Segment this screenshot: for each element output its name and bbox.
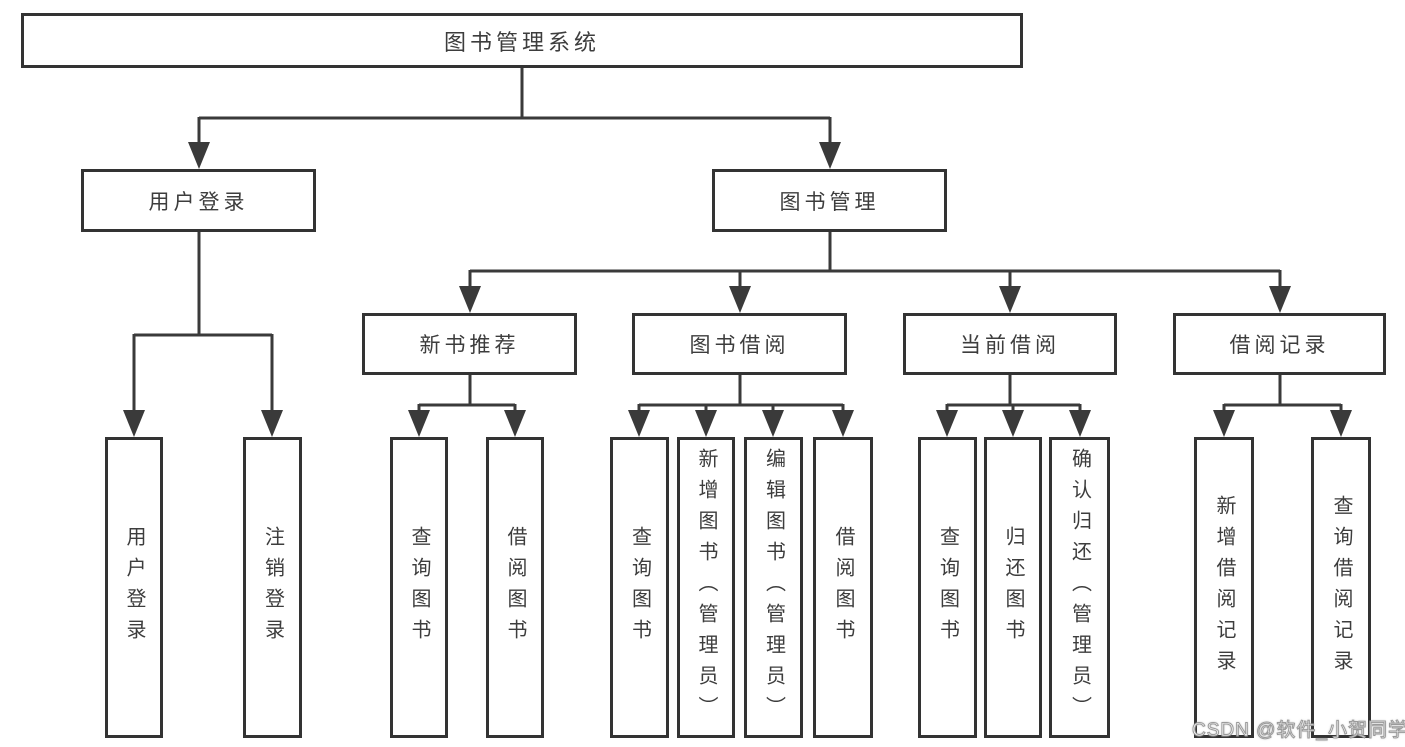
node-confirm-return-admin: 确认归还（管理员） — [1049, 437, 1110, 738]
csdn-watermark: CSDN @软件_小贺同学 — [1192, 720, 1405, 742]
arrowhead-icon — [729, 286, 751, 313]
arrowhead-icon — [459, 286, 481, 313]
connector-group-book-borrowing — [628, 375, 854, 437]
node-add-books-admin: 新增图书（管理员） — [677, 437, 735, 738]
arrowhead-icon — [1069, 410, 1091, 437]
connector-path — [637, 375, 845, 414]
arrowhead-icon — [261, 410, 283, 437]
arrowhead-icon — [1330, 410, 1352, 437]
node-user-login: 用户登录 — [81, 169, 316, 232]
connector-group-root — [188, 68, 841, 169]
connector-group-book-management — [459, 232, 1291, 313]
node-borrow-books-recommend: 借阅图书 — [486, 437, 544, 738]
arrowhead-icon — [819, 142, 841, 169]
node-borrowing-records: 借阅记录 — [1173, 313, 1386, 375]
node-query-books-borrowing: 查询图书 — [610, 437, 669, 738]
arrowhead-icon — [1002, 410, 1024, 437]
connector-group-current-borrowing — [936, 375, 1091, 437]
connector-group-borrowing-records — [1213, 375, 1352, 437]
node-query-borrow-record: 查询借阅记录 — [1311, 437, 1371, 738]
arrowhead-icon — [628, 410, 650, 437]
arrowhead-icon — [999, 286, 1021, 313]
arrowhead-icon — [1213, 410, 1235, 437]
connector-group-new-book-recommend — [408, 375, 526, 437]
node-book-borrowing: 图书借阅 — [632, 313, 847, 375]
node-book-management: 图书管理 — [712, 169, 947, 232]
arrowhead-icon — [832, 410, 854, 437]
arrowhead-icon — [695, 410, 717, 437]
node-add-borrow-record: 新增借阅记录 — [1194, 437, 1254, 738]
connector-path — [945, 375, 1082, 414]
arrowhead-icon — [408, 410, 430, 437]
arrowhead-icon — [1269, 286, 1291, 313]
arrowhead-icon — [504, 410, 526, 437]
node-borrow-books-borrowing: 借阅图书 — [813, 437, 873, 738]
node-return-books: 归还图书 — [984, 437, 1042, 738]
connector-path — [197, 68, 832, 147]
connector-group-user-login — [123, 232, 283, 437]
node-new-book-recommend: 新书推荐 — [362, 313, 577, 375]
arrowhead-icon — [936, 410, 958, 437]
node-edit-books-admin: 编辑图书（管理员） — [744, 437, 803, 738]
node-query-books-recommend: 查询图书 — [390, 437, 448, 738]
node-logout: 注销登录 — [243, 437, 302, 738]
arrowhead-icon — [188, 142, 210, 169]
arrowhead-icon — [123, 410, 145, 437]
arrowhead-icon — [762, 410, 784, 437]
node-current-borrowing: 当前借阅 — [903, 313, 1117, 375]
connector-path — [468, 232, 1282, 290]
node-query-books-current: 查询图书 — [918, 437, 977, 738]
node-library-management-system: 图书管理系统 — [21, 13, 1023, 68]
node-user-login-leaf: 用户登录 — [105, 437, 163, 738]
connector-path — [417, 375, 517, 414]
connector-path — [1222, 375, 1343, 414]
connector-path — [132, 232, 274, 414]
